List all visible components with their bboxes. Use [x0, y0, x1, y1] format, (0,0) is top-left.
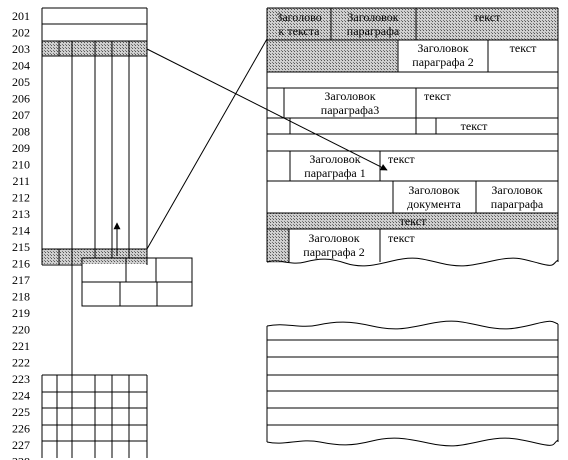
connector-top-right — [146, 24, 276, 250]
cell-top-text: текст — [474, 10, 501, 24]
torn-edge-lower-bottom — [266, 437, 559, 447]
cell-heading-paragraph-1: Заголовок — [347, 10, 398, 24]
row-number-209: 209 — [12, 141, 30, 155]
lower-grid — [41, 374, 148, 458]
row-number-202: 202 — [12, 26, 30, 40]
cell-band-text: текст — [400, 214, 427, 228]
row-number-207: 207 — [12, 108, 30, 122]
torn-edge-bottom — [266, 257, 559, 267]
cell-row-text: текст — [461, 119, 488, 133]
hatched-top-text — [416, 8, 558, 40]
cell-par1-1: Заголовок — [309, 152, 360, 166]
cell-heading-paragraph-2: параграфа — [347, 24, 400, 38]
row-number-223: 223 — [12, 372, 30, 386]
row-number-208: 208 — [12, 125, 30, 139]
row-number-215: 215 — [12, 240, 30, 254]
hatched-row2-left — [267, 40, 398, 72]
row-number-221: 221 — [12, 339, 30, 353]
cell-doc-heading-1: Заголовок — [408, 183, 459, 197]
row-number-226: 226 — [12, 422, 30, 436]
cell-par2-b-2: параграфа 2 — [303, 245, 364, 259]
cell-par2-a-1: Заголовок — [417, 41, 468, 55]
cell-par2-b-1: Заголовок — [308, 231, 359, 245]
cell-par1-text: текст — [388, 152, 415, 166]
cell-par2-b-text: текст — [388, 231, 415, 245]
hatched-text-band — [267, 213, 558, 229]
row-number-column: 201 202 203 204 205 206 207 208 209 210 211 212 213 2… — [12, 9, 30, 460]
row-number-224: 224 — [12, 389, 30, 403]
cell-par3-2: параграфа3 — [321, 103, 379, 117]
cell-par2-text: текст — [510, 41, 537, 55]
cell-par3-text: текст — [424, 89, 451, 103]
cell-par3-1: Заголовок — [324, 89, 375, 103]
row-number-206: 206 — [12, 92, 30, 106]
row-number-211: 211 — [12, 174, 30, 188]
row-number-214: 214 — [12, 224, 30, 238]
row-number-201: 201 — [12, 9, 30, 23]
row-number-222: 222 — [12, 356, 30, 370]
cell-heading-text-2: к текста — [279, 24, 321, 38]
cell-par1-2: параграфа 1 — [304, 166, 365, 180]
row-number-228: 228 — [12, 455, 30, 460]
hatched-bottom-left — [267, 229, 289, 263]
row-number-227: 227 — [12, 438, 30, 452]
cell-heading-text-1: Заголово — [276, 10, 321, 24]
row-number-204: 204 — [12, 59, 30, 73]
row-number-203: 203 — [12, 42, 30, 56]
cell-par2-a-2: параграфа 2 — [412, 55, 473, 69]
cell-par-heading-2: параграфа — [491, 197, 544, 211]
row-number-218: 218 — [12, 290, 30, 304]
row-number-225: 225 — [12, 405, 30, 419]
row-number-212: 212 — [12, 191, 30, 205]
row-number-216: 216 — [12, 257, 30, 271]
torn-edge-top — [266, 320, 559, 330]
row-number-210: 210 — [12, 158, 30, 172]
page-lower — [266, 320, 559, 447]
cell-doc-heading-2: документа — [407, 197, 461, 211]
page-upper: Заголово к текста Заголовок параграфа те… — [266, 7, 559, 267]
row-number-205: 205 — [12, 75, 30, 89]
row-number-217: 217 — [12, 273, 30, 287]
cell-par-heading-1: Заголовок — [491, 183, 542, 197]
hatched-heading-paragraph — [331, 8, 416, 40]
row-number-220: 220 — [12, 323, 30, 337]
row-number-grid: 201 202 203 204 205 206 207 208 209 210 211 212 213 2… — [12, 7, 193, 460]
hatched-heading-text — [267, 8, 331, 40]
row-number-219: 219 — [12, 306, 30, 320]
row-number-213: 213 — [12, 207, 30, 221]
